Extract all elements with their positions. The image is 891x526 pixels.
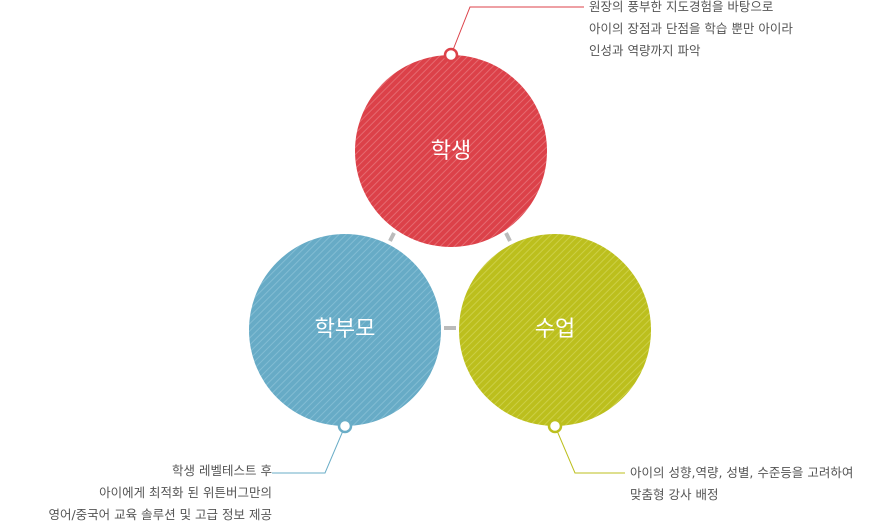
student-circle <box>355 55 547 247</box>
student-description-line: 아이의 장점과 단점을 학습 뿐만 아이라 <box>589 21 793 36</box>
parent-description-line: 영어/중국어 교육 솔루션 및 고급 정보 제공 <box>48 507 272 522</box>
student-callout-line <box>450 6 584 56</box>
connector-student-class <box>504 232 512 242</box>
connector-student-parent <box>388 232 396 242</box>
class-description-line: 맞춤형 강사 배정 <box>630 487 719 502</box>
parent-callout-line <box>272 425 346 474</box>
class-callout-line <box>554 425 625 474</box>
student-description: 원장의 풍부한 지도경험을 바탕으로 아이의 장점과 단점을 학습 뿐만 아이라… <box>589 0 793 62</box>
parent-description-line: 아이에게 최적화 된 위튼버그만의 <box>99 485 272 500</box>
student-description-line: 원장의 풍부한 지도경험을 바탕으로 <box>589 0 774 14</box>
class-label: 수업 <box>535 317 575 342</box>
parent-description-line: 학생 레벨테스트 후 <box>172 463 272 478</box>
parent-label: 학부모 <box>315 317 376 342</box>
student-callout-dot <box>443 47 459 63</box>
parent-circle <box>249 234 441 426</box>
class-description: 아이의 성향,역량, 성별, 수준등을 고려하여 맞춤형 강사 배정 <box>630 462 853 506</box>
class-description-line: 아이의 성향,역량, 성별, 수준등을 고려하여 <box>630 465 854 480</box>
student-description-line: 인성과 역량까지 파악 <box>589 43 701 58</box>
student-label: 학생 <box>431 139 471 164</box>
class-circle <box>459 234 651 426</box>
parent-callout-dot <box>337 418 353 434</box>
class-callout-dot <box>547 418 563 434</box>
parent-description: 학생 레벨테스트 후 아이에게 최적화 된 위튼버그만의 영어/중국어 교육 솔… <box>48 460 272 526</box>
